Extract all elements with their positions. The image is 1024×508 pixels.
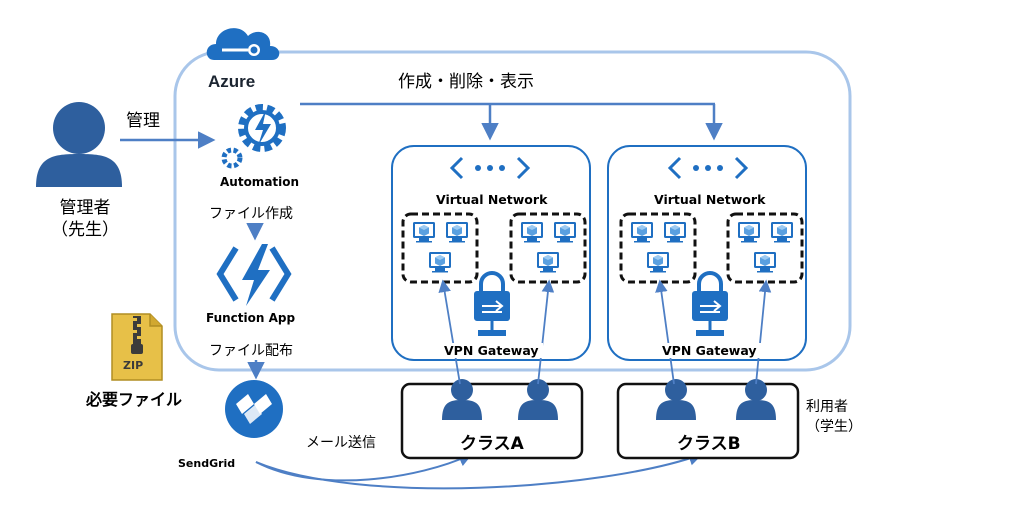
automation-action-label: ファイル作成 — [206, 203, 296, 223]
vnet-b-box — [607, 145, 807, 361]
azure-region — [173, 50, 852, 372]
vm-group-a1 — [401, 212, 479, 284]
vpn-gateway-a-label: VPN Gateway — [440, 343, 543, 358]
vpn-gateway-b-label: VPN Gateway — [658, 343, 761, 358]
zip-label: 必要ファイル — [86, 390, 183, 409]
manage-label: 管理 — [126, 111, 160, 131]
sendgrid-label: SendGrid — [178, 457, 236, 470]
users-label: 利用者 （学生） — [806, 397, 862, 437]
admin-label: 管理者 （先生） — [30, 197, 140, 241]
operations-label: 作成・削除・表示 — [398, 72, 534, 92]
vm-group-a2 — [509, 212, 587, 284]
admin-name: 管理者 — [59, 198, 111, 218]
vm-group-b2 — [726, 212, 804, 284]
vnet-a-icon — [449, 156, 531, 180]
automation-label: Automation — [214, 174, 306, 190]
users-role: （学生） — [806, 419, 862, 435]
class-b-label: クラスB — [677, 434, 741, 454]
mail-send-label: メール送信 — [306, 435, 376, 451]
vnet-b-icon — [667, 156, 749, 180]
automation-gear-icon — [221, 104, 286, 169]
vm-group-b1 — [619, 212, 697, 284]
admin-role: （先生） — [51, 220, 119, 240]
zip-file-icon — [111, 313, 163, 381]
vpn-gateway-b-icon — [692, 271, 728, 336]
azure-title: Azure — [208, 72, 256, 91]
function-app-label: Function App — [200, 310, 302, 326]
vnet-b-title: Virtual Network — [650, 192, 770, 207]
vpn-gateway-a-icon — [474, 271, 510, 336]
zip-icon-text: ZIP — [123, 359, 144, 372]
users-name: 利用者 — [806, 399, 848, 415]
sendgrid-icon — [225, 380, 283, 438]
admin-person-icon — [36, 102, 122, 187]
vnet-a-title: Virtual Network — [432, 192, 552, 207]
azure-cloud-icon — [206, 28, 280, 60]
function-app-icon — [216, 244, 292, 306]
class-a-label: クラスA — [460, 434, 524, 454]
function-app-action-label: ファイル配布 — [206, 340, 296, 360]
